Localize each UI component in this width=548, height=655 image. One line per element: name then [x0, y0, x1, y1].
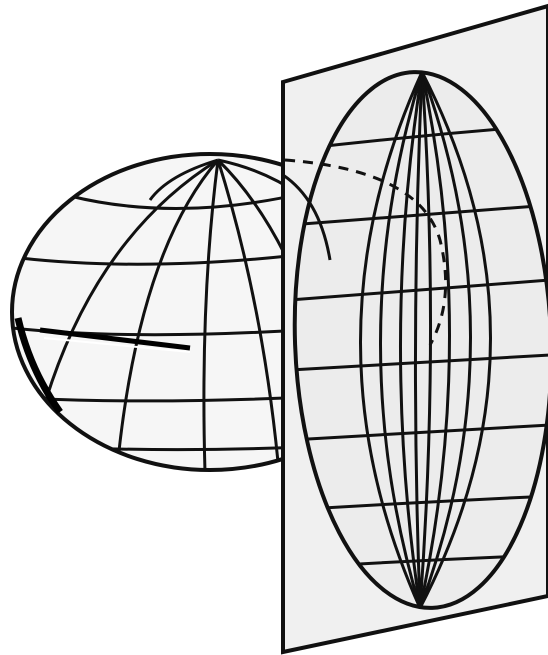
- diagram-canvas: [0, 0, 548, 655]
- map-projection-diagram: [0, 0, 548, 655]
